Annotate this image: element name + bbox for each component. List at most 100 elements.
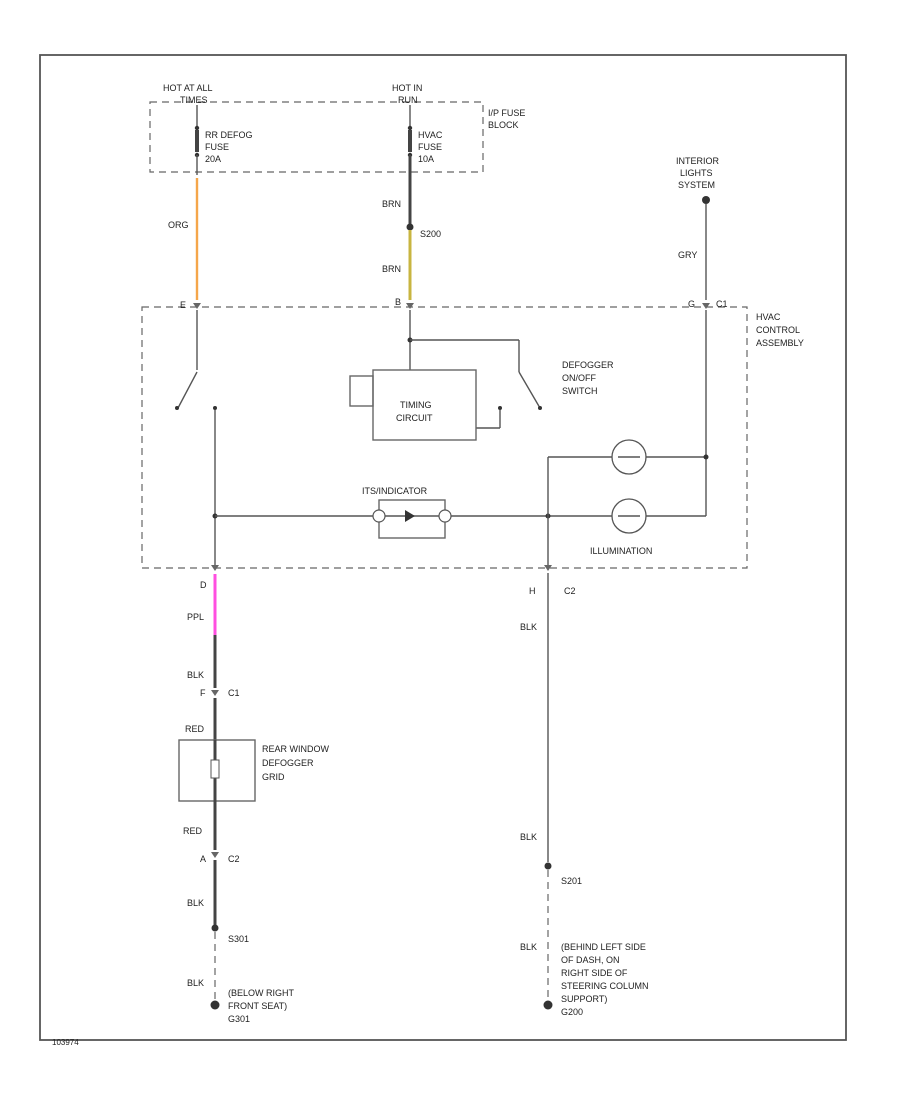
interior-lights-terminal <box>702 196 710 204</box>
lbl-pin-h: H <box>529 586 536 596</box>
lbl-hvac-assy-1: HVAC <box>756 312 781 322</box>
relay-contact-arm <box>177 371 198 409</box>
lbl-defog-sw-3: SWITCH <box>562 386 598 396</box>
lbl-defog-sw-1: DEFOGGER <box>562 360 614 370</box>
lbl-grid-2: DEFOGGER <box>262 758 314 768</box>
lbl-indicator: ITS/INDICATOR <box>362 486 428 496</box>
lbl-hvac-fuse-3: 10A <box>418 154 434 164</box>
lbl-rr-fuse-3: 20A <box>205 154 221 164</box>
lbl-wire-blk-1: BLK <box>187 670 204 680</box>
lbl-ext-lights-1: INTERIOR <box>676 156 720 166</box>
conn-g-arrow <box>702 303 710 309</box>
lbl-figure-id: 103974 <box>52 1038 79 1047</box>
lbl-hot-all-2: TIMES <box>180 95 208 105</box>
lbl-hvac-assy-3: ASSEMBLY <box>756 338 804 348</box>
lbl-wire-gry: GRY <box>678 250 697 260</box>
defog-switch-pivot <box>538 406 542 410</box>
lbl-rr-fuse-2: FUSE <box>205 142 229 152</box>
lbl-splice-s200: S200 <box>420 229 441 239</box>
lbl-wire-blk-r1: BLK <box>520 622 537 632</box>
ground-g200 <box>543 1000 553 1010</box>
splice-s301-dot <box>211 924 219 932</box>
timing-circuit-tab <box>349 375 374 407</box>
diagram-frame <box>39 54 847 1041</box>
lbl-hot-run-2: RUN <box>398 95 418 105</box>
conn-h-arrow <box>544 565 552 571</box>
lbl-ground-g200-5: SUPPORT) <box>561 994 607 1004</box>
lbl-wire-brn-2: BRN <box>382 264 401 274</box>
conn-c1-arrow <box>211 690 219 696</box>
lbl-pin-d: D <box>200 580 207 590</box>
lbl-ext-lights-2: LIGHTS <box>680 168 713 178</box>
lbl-wire-red-1: RED <box>185 724 205 734</box>
lbl-pin-a: A <box>200 854 206 864</box>
hvac-fuse <box>408 130 412 152</box>
lbl-hvac-fuse-1: HVAC <box>418 130 443 140</box>
lbl-splice-s301: S301 <box>228 934 249 944</box>
lbl-wire-brn-1: BRN <box>382 199 401 209</box>
lbl-ground-g200-6: G200 <box>561 1007 583 1017</box>
lbl-fuse-block-1: I/P FUSE <box>488 108 525 118</box>
fuse-hvac-top <box>407 125 413 131</box>
relay-contact-pivot <box>175 406 179 410</box>
lbl-ground-g200-3: RIGHT SIDE OF <box>561 968 628 978</box>
lbl-splice-s201: S201 <box>561 876 582 886</box>
lbl-wire-org: ORG <box>168 220 189 230</box>
ground-g301 <box>210 1000 220 1010</box>
fuse-rr-top <box>194 125 200 131</box>
lbl-ground-g301-2: FRONT SEAT) <box>228 1001 287 1011</box>
hvac-control-box <box>141 306 748 569</box>
lbl-pin-f: F <box>200 688 206 698</box>
lbl-hvac-fuse-2: FUSE <box>418 142 442 152</box>
junction-g <box>703 454 709 460</box>
indicator-lamp-r <box>438 509 452 523</box>
lbl-rr-fuse-1: RR DEFOG <box>205 130 253 140</box>
splice-s201-dot <box>544 862 552 870</box>
indicator-box <box>378 499 446 539</box>
relay-contact-fixed <box>213 406 217 410</box>
conn-c2-arrow <box>211 852 219 858</box>
lbl-wire-blk-r2: BLK <box>520 832 537 842</box>
rear-defogger-grid-box <box>178 739 256 802</box>
conn-b-arrow <box>406 303 414 309</box>
lbl-ground-g200-1: (BEHIND LEFT SIDE <box>561 942 646 952</box>
lbl-conn-c2-bot: C2 <box>228 854 240 864</box>
lbl-timing-1: TIMING <box>400 400 432 410</box>
lbl-pin-b: B <box>395 297 401 307</box>
lbl-defog-sw-2: ON/OFF <box>562 373 596 383</box>
fuse-block-box <box>149 101 484 173</box>
lbl-hvac-assy-2: CONTROL <box>756 325 800 335</box>
defog-switch-arm <box>518 371 541 409</box>
lbl-ground-g200-2: OF DASH, ON <box>561 955 620 965</box>
conn-d-arrow <box>211 565 219 571</box>
rr-defog-fuse <box>195 130 199 152</box>
lbl-hot-run-1: HOT IN <box>392 83 422 93</box>
lbl-timing-2: CIRCUIT <box>396 413 433 423</box>
lbl-wire-ppl: PPL <box>187 612 204 622</box>
lbl-conn-c1-top: C1 <box>716 299 728 309</box>
lbl-wire-blk-r3: BLK <box>520 942 537 952</box>
lbl-fuse-block-2: BLOCK <box>488 120 519 130</box>
lbl-conn-c2-right: C2 <box>564 586 576 596</box>
lbl-ground-g301-3: G301 <box>228 1014 250 1024</box>
lbl-hot-all-1: HOT AT ALL <box>163 83 213 93</box>
indicator-lamp-l <box>372 509 386 523</box>
lbl-ground-g301-1: (BELOW RIGHT <box>228 988 295 998</box>
lbl-pin-e: E <box>180 300 186 310</box>
lbl-wire-blk-3: BLK <box>187 978 204 988</box>
lbl-grid-1: REAR WINDOW <box>262 744 330 754</box>
lbl-grid-3: GRID <box>262 772 285 782</box>
indicator-led <box>405 510 415 522</box>
lbl-pin-g: G <box>688 299 695 309</box>
lbl-ext-lights-3: SYSTEM <box>678 180 715 190</box>
defog-switch-fixed <box>498 406 502 410</box>
lbl-illumination: ILLUMINATION <box>590 546 652 556</box>
lbl-wire-red-2: RED <box>183 826 203 836</box>
conn-e-arrow <box>193 303 201 309</box>
lbl-conn-c1-bot: C1 <box>228 688 240 698</box>
grid-resistor <box>210 759 220 779</box>
lbl-ground-g200-4: STEERING COLUMN <box>561 981 649 991</box>
lbl-wire-blk-2: BLK <box>187 898 204 908</box>
splice-s200-dot <box>406 223 414 231</box>
